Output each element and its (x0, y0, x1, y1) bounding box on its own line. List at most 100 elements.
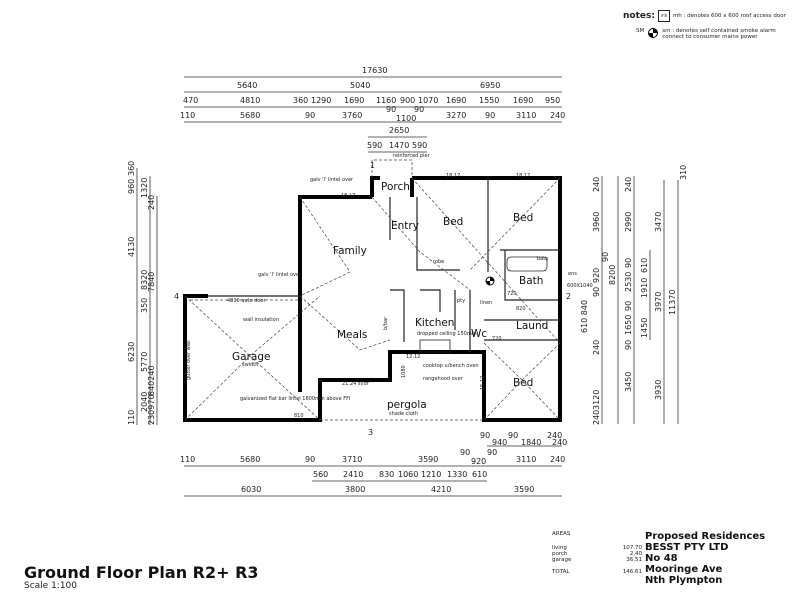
annotations: reinforced pier galv 'I' lintel over gal… (186, 153, 593, 419)
dim: 1160 (376, 96, 396, 105)
dim: 1290 (311, 96, 331, 105)
dim: 240 (552, 438, 567, 447)
dim: 90 (305, 111, 315, 120)
street-number: No 48 (645, 553, 678, 564)
note-dropped-ceiling: dropped ceiling 150mm (417, 331, 477, 337)
dim: 840240 (147, 365, 156, 396)
smoke-alarm-fill (486, 277, 494, 285)
roof-access-door-icon: mh (657, 10, 670, 22)
dim: 3110 (516, 455, 536, 464)
dim: 3760 (342, 111, 362, 120)
dim: 1690 (344, 96, 364, 105)
note-galv-lintel: galv 'I' lintel over (258, 272, 302, 278)
window-label: 18.17 (446, 173, 460, 179)
dimensions-right: 240 3960 90 920 90 610 840 240 3120 240 … (580, 165, 688, 425)
room-pergola: pergola (387, 399, 427, 411)
dim: 4810 (240, 96, 260, 105)
dim: 240 (624, 177, 633, 192)
dim: 1910 (640, 278, 649, 298)
dim: 5040 (350, 81, 370, 90)
sm-note-2: connect to consumer mains power (662, 34, 758, 40)
dim: 240 (547, 431, 562, 440)
room-bed-1: Bed (443, 216, 463, 228)
area-label: garage (552, 557, 572, 563)
dim: 830 (379, 470, 394, 479)
section-marker-4: 4 (174, 292, 179, 301)
dim: 920 (471, 457, 486, 466)
section-marker-3: 3 (368, 428, 373, 437)
dim: 110 (180, 455, 195, 464)
room-wc: Wc (471, 328, 487, 340)
dim: 610 (472, 470, 487, 479)
room-laund: Laund (516, 320, 548, 332)
dim: 8200 (608, 265, 617, 285)
dim: 900 (400, 96, 415, 105)
note-flat-bar: galvanized flat bar lintel 1800mm above … (240, 396, 350, 402)
dim: 1550 (479, 96, 499, 105)
area-value: 36.51 (626, 557, 642, 563)
dim: 6030 (241, 485, 261, 494)
dim: 90 (592, 287, 601, 297)
dim: 1060 (398, 470, 418, 479)
note-bar: b/bar (383, 316, 389, 330)
note-reinforced-pier: reinforced pier (393, 153, 431, 159)
area-label: porch (552, 551, 568, 557)
room-family: Family (333, 245, 367, 257)
note-pantry: pty (457, 298, 465, 304)
dim: 5680 (240, 455, 260, 464)
dim: 3970 (654, 292, 663, 312)
note-sliding-door: 21.24 sl/dr (342, 381, 370, 387)
section-marker-1: 1 (370, 161, 375, 170)
dim: 1210 (421, 470, 441, 479)
room-garage: Garage (232, 351, 270, 363)
mh-note: mh : denotes 600 x 600 roof access door (672, 13, 786, 19)
dim: 1690 (513, 96, 533, 105)
dim: 90 (480, 431, 490, 440)
room-bath: Bath (519, 275, 543, 287)
dim: 360 (127, 161, 136, 176)
dim: 3930 (654, 380, 663, 400)
dim: 3710 (342, 455, 362, 464)
room-bed-3: Bed (513, 377, 533, 389)
room-porch: Porch (381, 181, 410, 193)
dim: 3960 (592, 212, 601, 232)
dim: 3110 (516, 111, 536, 120)
dim: 6230 (127, 342, 136, 362)
dim-label: 1080 (401, 365, 407, 378)
dim: 90 (485, 111, 495, 120)
notes-label: notes: (623, 11, 655, 21)
areas-heading: AREAS (552, 531, 571, 537)
dim: 90 (601, 252, 610, 262)
dim: 240 (550, 111, 565, 120)
dim: 610 (640, 258, 649, 273)
dim: 350 (140, 298, 149, 313)
dim: 1690 (446, 96, 466, 105)
room-meals: Meals (337, 329, 367, 341)
dim: 960 (127, 179, 136, 194)
window-label: 18.17 (516, 173, 530, 179)
note-auto-door: 4810 auto door (227, 298, 266, 304)
note-rangehood: rangehood over (423, 376, 464, 382)
note-cooktop: cooktop u/bench oven (423, 363, 479, 369)
dim: 4210 (431, 485, 451, 494)
note-ens: ens (568, 271, 577, 277)
dim: 2990 (624, 212, 633, 232)
dim: 11370 (668, 290, 677, 315)
dim: 1100 (396, 114, 416, 123)
dim: 240 (147, 195, 156, 210)
dim: 920 (592, 268, 601, 283)
area-total-label: TOTAL (552, 569, 570, 575)
dim: 3800 (345, 485, 365, 494)
dim: 240 (592, 410, 601, 425)
area-label: living (552, 545, 567, 551)
dim: 1330 (447, 470, 467, 479)
dim: 110 (127, 410, 136, 425)
room-bed-2: Bed (513, 212, 533, 224)
drawing-scale: Scale 1:100 (24, 581, 78, 591)
project-name: Proposed Residences (645, 531, 766, 542)
dim: 1070 (418, 96, 438, 105)
note-galv-lintel: galv 'I' lintel over (310, 177, 354, 183)
dim: 1840 (521, 438, 541, 447)
dim: 2410 (343, 470, 363, 479)
